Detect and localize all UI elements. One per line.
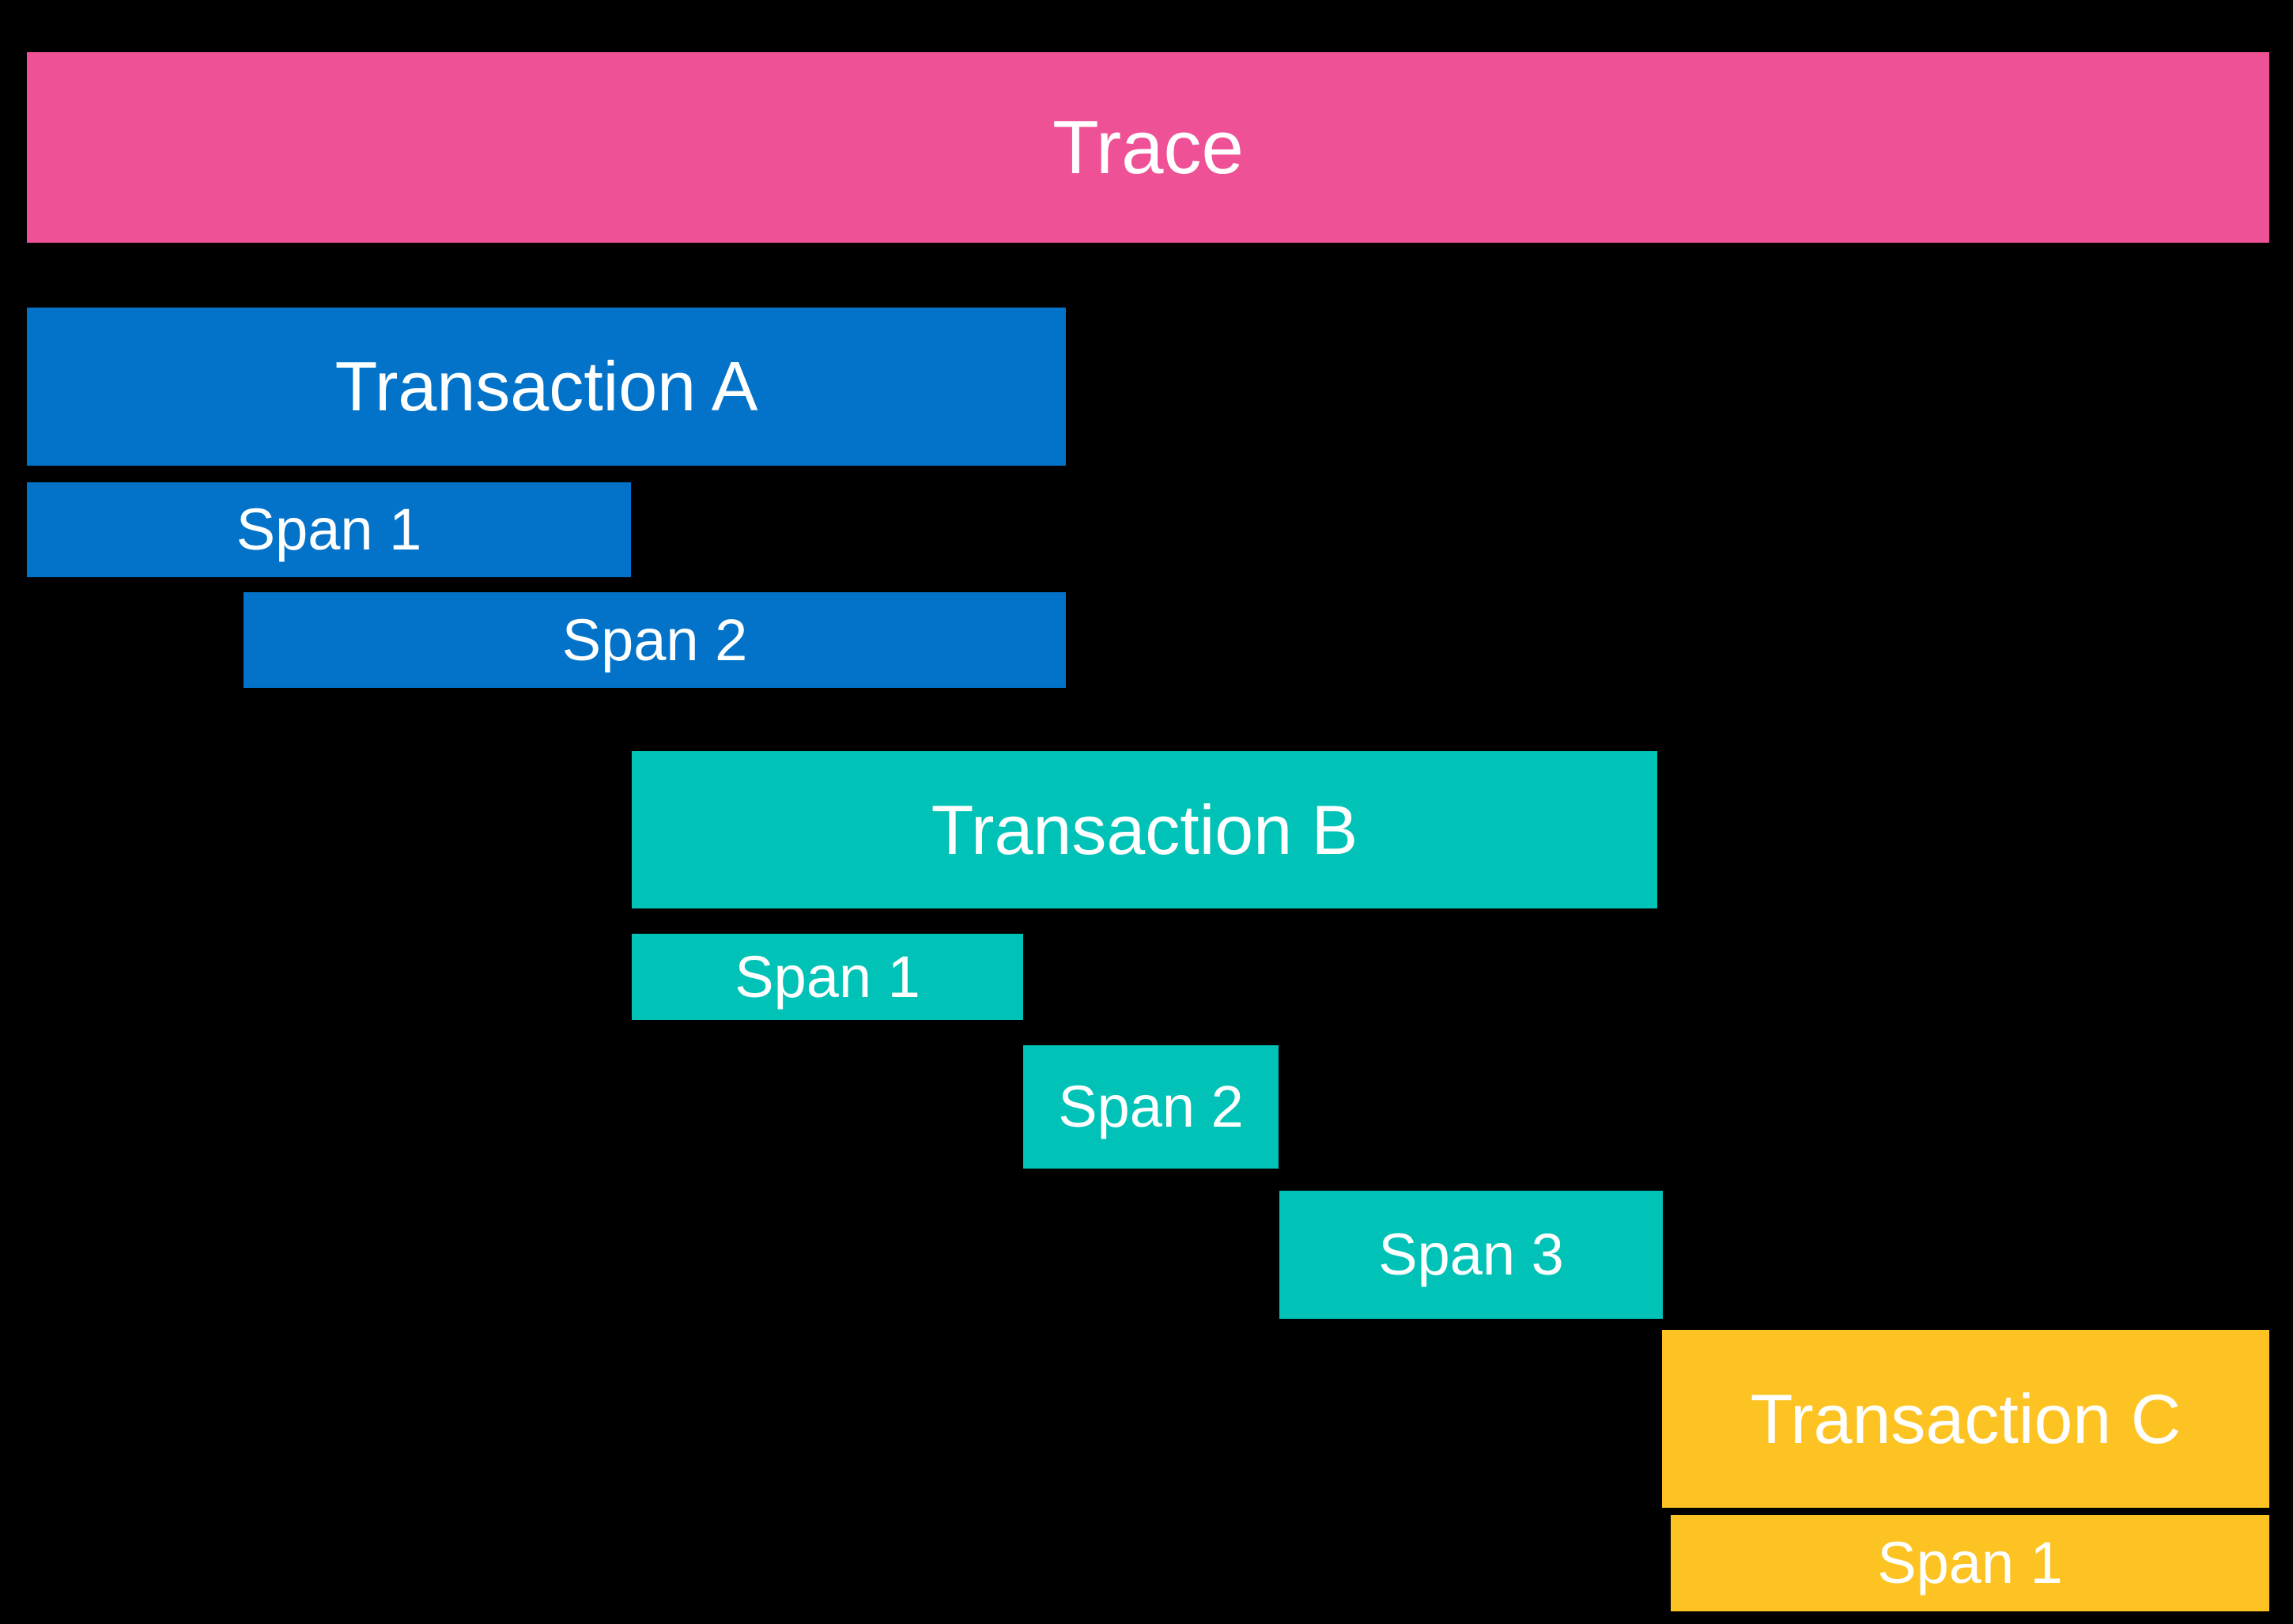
bar-label-transaction-b-span-2: Span 2: [1058, 1074, 1244, 1139]
bar-trace[interactable]: Trace: [27, 52, 2269, 243]
bar-transaction-a-span-1[interactable]: Span 1: [27, 482, 631, 577]
bar-label-transaction-a-span-1: Span 1: [236, 497, 422, 562]
bar-label-transaction-b-span-1: Span 1: [735, 943, 920, 1010]
bar-transaction-b-span-2[interactable]: Span 2: [1023, 1045, 1279, 1169]
bar-label-transaction-c: Transaction C: [1750, 1379, 2182, 1458]
bar-transaction-a[interactable]: Transaction A: [27, 308, 1066, 466]
bar-label-transaction-a: Transaction A: [334, 347, 758, 425]
bar-transaction-c-span-1[interactable]: Span 1: [1671, 1515, 2269, 1611]
bar-label-transaction-a-span-2: Span 2: [561, 606, 748, 673]
bar-transaction-b[interactable]: Transaction B: [632, 751, 1657, 908]
bar-label-transaction-b: Transaction B: [931, 790, 1358, 869]
bar-label-trace: Trace: [1052, 104, 1244, 190]
bar-transaction-b-span-3[interactable]: Span 3: [1279, 1191, 1663, 1319]
bar-transaction-b-span-1[interactable]: Span 1: [632, 934, 1023, 1020]
bar-label-transaction-c-span-1: Span 1: [1877, 1530, 2063, 1596]
bar-transaction-c[interactable]: Transaction C: [1662, 1330, 2269, 1508]
bar-transaction-a-span-2[interactable]: Span 2: [244, 592, 1066, 688]
bar-label-transaction-b-span-3: Span 3: [1378, 1222, 1564, 1287]
